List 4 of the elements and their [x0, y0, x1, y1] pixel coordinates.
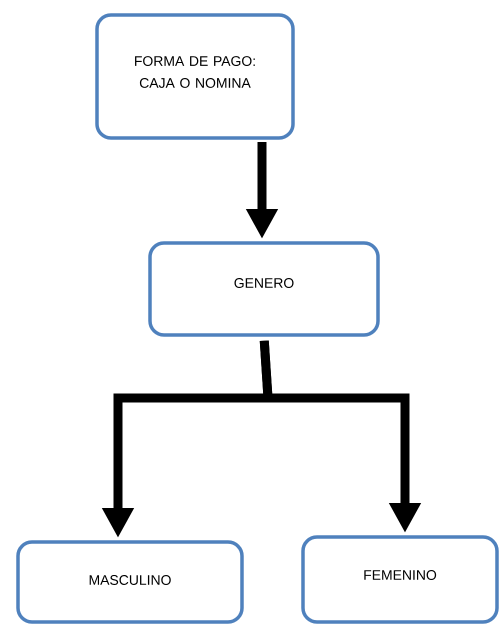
process-box: FORMA DE PAGO: CAJA O NOMINA — [95, 13, 295, 140]
process-box: GENERO — [148, 241, 380, 337]
process-box: MASCULINO — [16, 540, 244, 624]
process-box: FEMENINO — [301, 535, 499, 624]
